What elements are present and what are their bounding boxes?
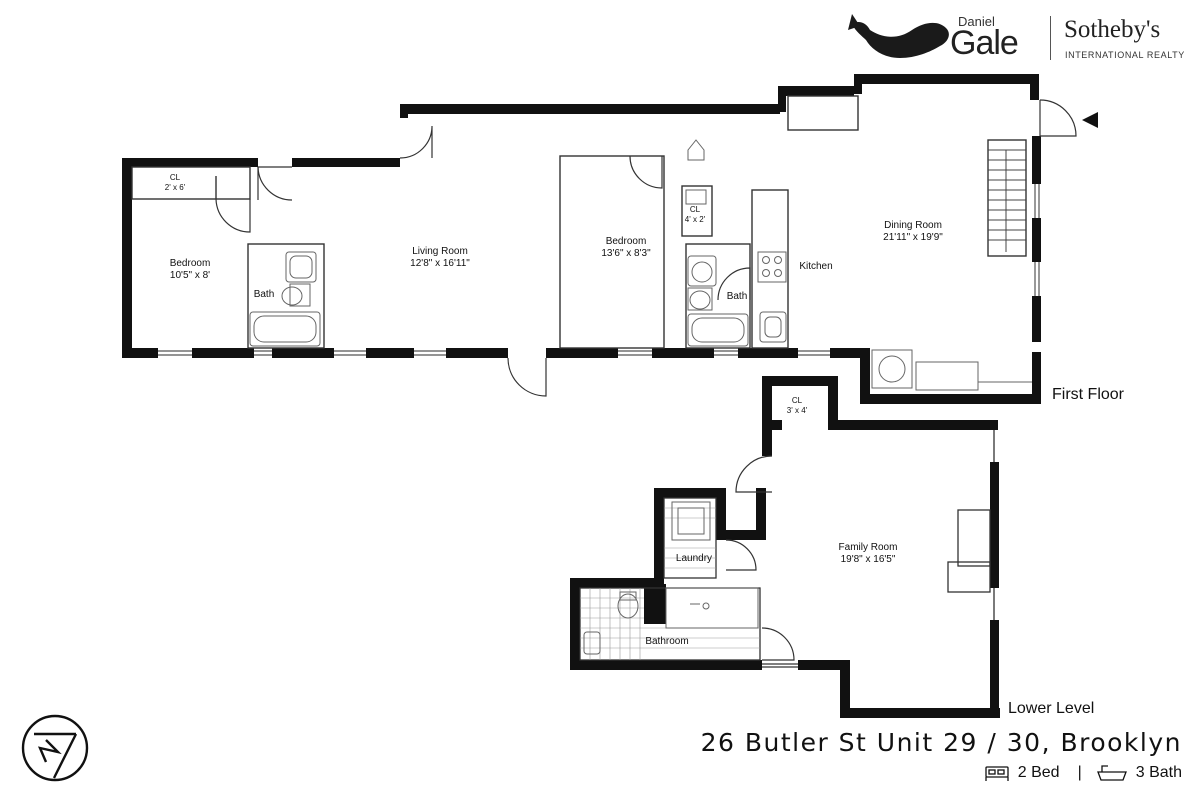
closet-1-name: CL — [169, 173, 181, 182]
closet-2-name: CL — [689, 205, 701, 214]
family-room-name: Family Room — [838, 542, 898, 553]
dining-room-size: 21'11" x 19'9" — [883, 232, 943, 243]
listing-summary: 2 Bed | 3 Bath — [986, 764, 1182, 782]
bedroom-2-label: Bedroom 13'6" x 8'3" — [586, 236, 666, 260]
first-floor-interior — [131, 95, 1027, 349]
lower-level-fixtures — [583, 501, 759, 655]
closet-3-size: 3' x 4' — [786, 406, 808, 415]
lower-level-interior — [579, 430, 995, 668]
bathtub-icon — [1097, 765, 1127, 781]
bath-2-label: Bath — [726, 291, 748, 302]
baths-count: 3 Bath — [1135, 764, 1182, 781]
first-floor-windows — [158, 184, 1040, 356]
closet-1-size: 2' x 6' — [164, 183, 186, 192]
summary-separator: | — [1077, 764, 1082, 781]
brand-gale: Gale — [950, 24, 1019, 62]
lower-level-walls — [570, 376, 1000, 718]
closet-2-label: CL 4' x 2' — [680, 205, 710, 225]
bed-icon — [985, 766, 1009, 781]
whale-icon — [848, 14, 949, 58]
brand-daniel: Daniel — [958, 14, 995, 29]
first-floor-label: First Floor — [1052, 386, 1124, 403]
living-room-name: Living Room — [412, 246, 468, 257]
brand-sothebys: Sotheby's — [1064, 16, 1161, 43]
bedroom-2-name: Bedroom — [605, 236, 647, 247]
family-room-size: 19'8" x 16'5" — [840, 554, 896, 565]
living-room-label: Living Room 12'8" x 16'11" — [394, 246, 486, 270]
dining-room-label: Dining Room 21'11" x 19'9" — [870, 220, 956, 244]
bedroom-1-name: Bedroom — [169, 258, 211, 269]
brand-logo: Daniel Gale Sotheby's INTERNATIONAL REAL… — [850, 10, 1190, 66]
bedroom-1-size: 10'5" x 8' — [169, 270, 211, 281]
brand-divider — [1050, 16, 1051, 60]
bedroom-2-size: 13'6" x 8'3" — [601, 248, 651, 259]
lower-bath-tiles — [580, 507, 760, 660]
first-floor-fixtures — [249, 139, 1032, 391]
entry-arrow-icon — [1082, 112, 1098, 128]
bath-1-label: Bath — [253, 289, 275, 300]
beds-count: 2 Bed — [1017, 764, 1060, 781]
first-floor-doors — [215, 99, 1077, 397]
kitchen-label: Kitchen — [799, 261, 833, 272]
property-address: 26 Butler St Unit 29 / 30, Brooklyn — [700, 728, 1182, 757]
dining-room-name: Dining Room — [884, 220, 942, 231]
bathroom-label: Bathroom — [645, 636, 689, 647]
closet-2-size: 4' x 2' — [684, 215, 706, 224]
first-floor-stairs — [988, 149, 1026, 252]
family-room-label: Family Room 19'8" x 16'5" — [822, 542, 914, 566]
north-arrow-icon — [21, 714, 89, 782]
closet-3-name: CL — [791, 396, 803, 405]
lower-level-label: Lower Level — [1008, 700, 1095, 717]
closet-1-label: CL 2' x 6' — [150, 173, 200, 193]
living-room-size: 12'8" x 16'11" — [410, 258, 470, 269]
first-floor-walls — [122, 74, 1041, 404]
bedroom-1-label: Bedroom 10'5" x 8' — [150, 258, 230, 282]
closet-3-label: CL 3' x 4' — [782, 396, 812, 416]
brand-international: INTERNATIONAL REALTY — [1065, 50, 1185, 60]
lower-level-doors — [725, 455, 795, 661]
laundry-label: Laundry — [675, 553, 713, 564]
